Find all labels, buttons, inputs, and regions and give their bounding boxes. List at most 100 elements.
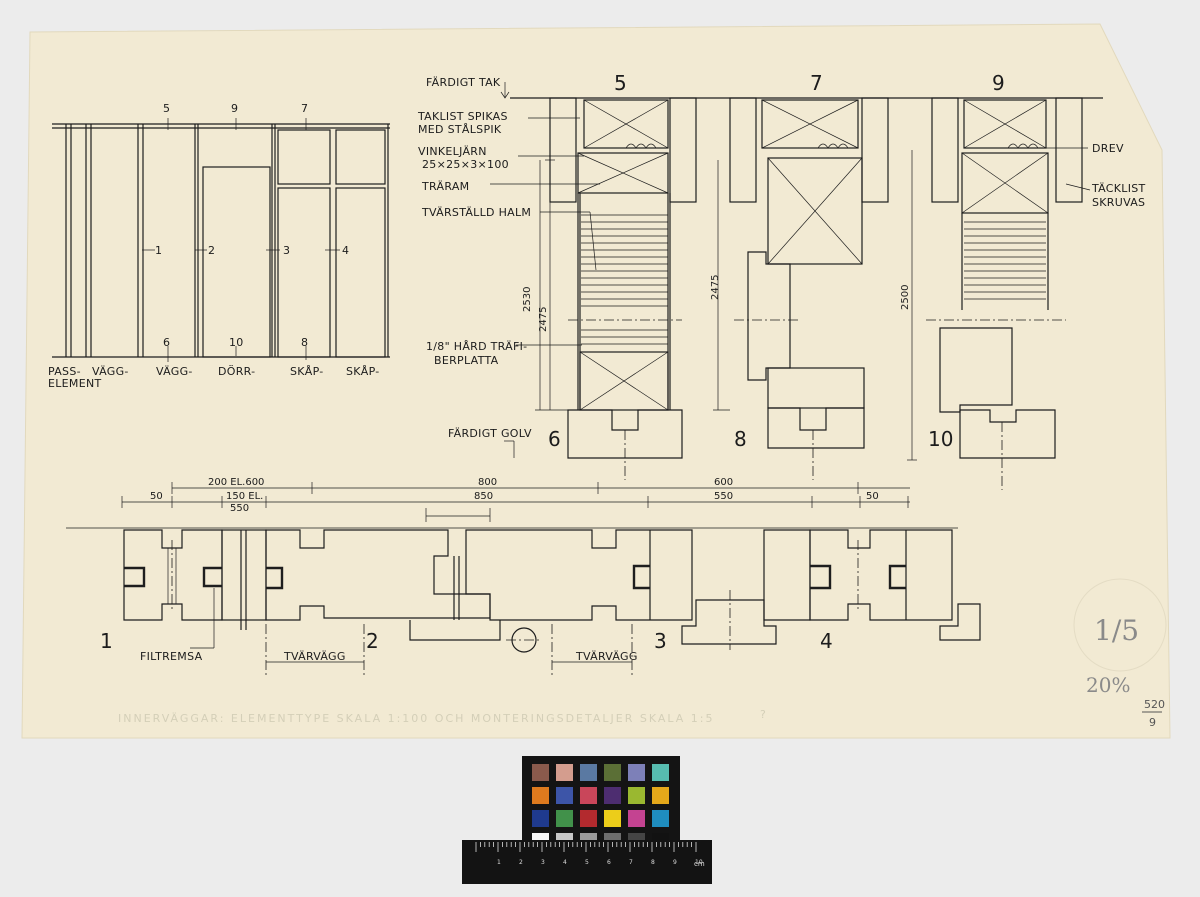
label-taklist-2: MED STÅLSPIK <box>418 123 502 136</box>
faint-pencil-mark: ? <box>760 708 768 721</box>
label-skap-1: SKÅP- <box>290 365 324 378</box>
checker-patch <box>556 787 573 804</box>
plan-num-3: 3 <box>654 629 667 653</box>
section-num-6: 6 <box>548 427 561 451</box>
ruler-tick-label: 4 <box>563 859 567 866</box>
label-hard-1: 1/8" HÅRD TRÄFI- <box>426 340 527 353</box>
label-drev: DREV <box>1092 142 1124 155</box>
ruler-tick-label: 2 <box>519 859 523 866</box>
wall-elevation <box>52 118 390 362</box>
dim-2475-a: 2475 <box>538 307 549 332</box>
elev-num-10: 10 <box>229 336 244 349</box>
checker-patch <box>604 810 621 827</box>
label-tacklist-2: SKRUVAS <box>1092 196 1145 209</box>
checker-patch <box>604 764 621 781</box>
checker-patch <box>532 787 549 804</box>
label-vagg-1: VÄGG- <box>92 365 129 378</box>
dim-200-600: 200 EL.600 <box>208 477 264 488</box>
plan-num-4: 4 <box>820 629 833 653</box>
dim-850: 850 <box>474 491 493 502</box>
plan-num-2: 2 <box>366 629 379 653</box>
label-fardigt-tak: FÄRDIGT TAK <box>426 76 501 89</box>
elev-elem-4: 4 <box>342 244 349 257</box>
elev-elem-3: 3 <box>283 244 290 257</box>
catalog-number-bottom: 9 <box>1149 716 1156 729</box>
label-element: ELEMENT <box>48 377 102 390</box>
checker-patch <box>652 764 669 781</box>
checker-patch <box>556 764 573 781</box>
label-skap-2: SKÅP- <box>346 365 380 378</box>
ruler-tick-label: 10 <box>695 859 703 866</box>
dim-550-a: 550 <box>230 503 249 514</box>
dim-600: 600 <box>714 477 733 488</box>
section-num-9: 9 <box>992 71 1005 95</box>
dim-50-b: 50 <box>866 491 879 502</box>
ruler-tick-label: 7 <box>629 859 633 866</box>
label-halm: TVÄRSTÄLLD HALM <box>421 206 531 219</box>
checker-patch <box>628 787 645 804</box>
section-num-10: 10 <box>928 427 953 451</box>
checker-patch <box>628 764 645 781</box>
label-dorr: DÖRR- <box>218 365 255 378</box>
elev-num-6: 6 <box>163 336 170 349</box>
checker-patch <box>580 764 597 781</box>
assembly-plan <box>66 482 981 676</box>
checker-patch <box>628 810 645 827</box>
elev-elem-1: 1 <box>155 244 162 257</box>
section-num-7: 7 <box>810 71 823 95</box>
ruler-tick-label: 3 <box>541 859 545 866</box>
label-vagg-2: VÄGG- <box>156 365 193 378</box>
color-checker <box>522 756 680 856</box>
pencil-circle <box>1073 578 1167 672</box>
elev-elem-2: 2 <box>208 244 215 257</box>
pencil-percent: 20% <box>1086 673 1130 697</box>
pencil-scale: 1/5 <box>1094 614 1139 647</box>
elev-num-9: 9 <box>231 102 238 115</box>
checker-patch <box>580 787 597 804</box>
faint-pencil-title: INNERVÄGGAR: ELEMENTTYPE SKALA 1:100 OCH… <box>118 712 714 725</box>
checker-patch <box>532 764 549 781</box>
label-traram: TRÄRAM <box>421 180 469 193</box>
ruler-tick-label: 8 <box>651 859 655 866</box>
checker-patch <box>652 787 669 804</box>
label-filtremsa: FILTREMSA <box>140 650 203 663</box>
checker-patch <box>580 810 597 827</box>
elev-num-7: 7 <box>301 102 308 115</box>
plan-num-1: 1 <box>100 629 113 653</box>
dim-150: 150 EL. <box>226 491 263 502</box>
paper-sheet <box>21 23 1171 739</box>
label-vinkeljarn-2: 25×25×3×100 <box>422 158 509 171</box>
label-tvarvagg-2: TVÄRVÄGG <box>575 650 638 663</box>
label-pass: PASS- <box>48 365 81 378</box>
section-num-8: 8 <box>734 427 747 451</box>
label-hard-2: BERPLATTA <box>434 354 499 367</box>
label-fardigt-golv: FÄRDIGT GOLV <box>448 427 532 440</box>
ruler-tick-label: 5 <box>585 859 589 866</box>
checker-patch <box>556 810 573 827</box>
dim-50-a: 50 <box>150 491 163 502</box>
elev-num-8: 8 <box>301 336 308 349</box>
ruler-tick-label: 9 <box>673 859 677 866</box>
elev-num-5: 5 <box>163 102 170 115</box>
dim-2530: 2530 <box>522 287 533 312</box>
checker-patch <box>532 810 549 827</box>
label-taklist-1: TAKLIST SPIKAS <box>417 110 508 123</box>
ruler-tick-label: 1 <box>497 859 501 866</box>
dim-2500: 2500 <box>900 285 911 310</box>
dim-2475-b: 2475 <box>710 275 721 300</box>
section-num-5: 5 <box>614 71 627 95</box>
section-details <box>490 82 1103 490</box>
label-tacklist-1: TÄCKLIST <box>1091 182 1146 195</box>
catalog-number-top: 520 <box>1144 698 1165 711</box>
label-vinkeljarn-1: VINKELJÄRN <box>418 145 487 158</box>
checker-patch <box>652 810 669 827</box>
label-tvarvagg-1: TVÄRVÄGG <box>283 650 346 663</box>
ruler-tick-label: 6 <box>607 859 611 866</box>
checker-patch <box>604 787 621 804</box>
dim-800: 800 <box>478 477 497 488</box>
dim-550-b: 550 <box>714 491 733 502</box>
ruler-unit: cm <box>694 860 705 868</box>
